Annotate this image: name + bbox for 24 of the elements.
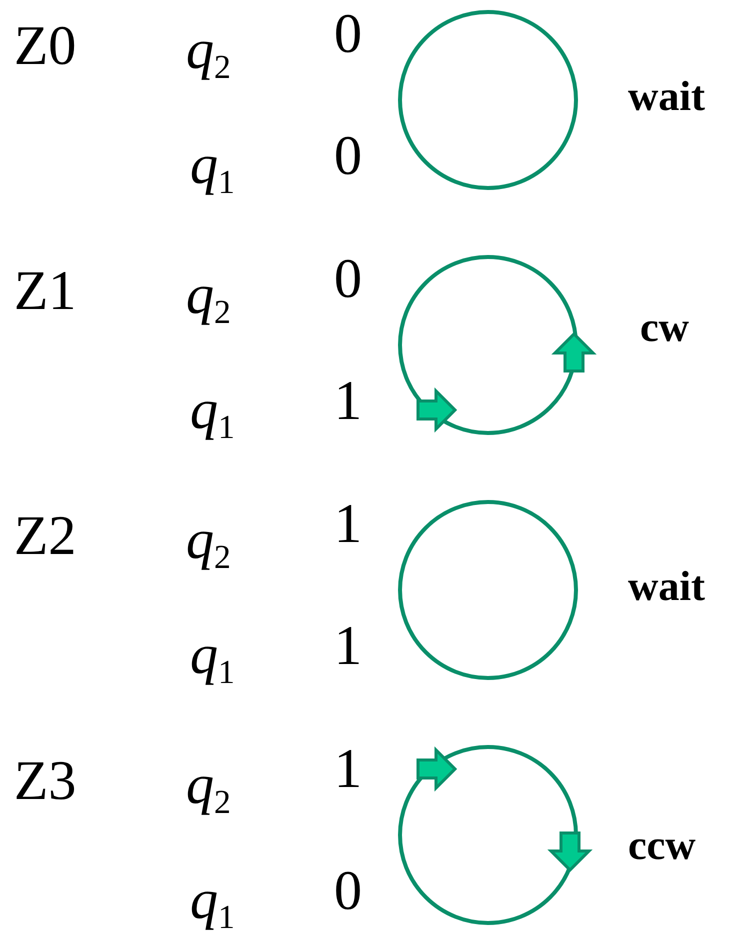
variable-label: q$_{2}$: [186, 267, 231, 330]
bit-value: 0: [334, 128, 362, 184]
bit-value: 0: [334, 863, 362, 919]
state-label: wait: [628, 566, 705, 608]
state-name: Z1: [14, 263, 76, 319]
bit-value: 0: [334, 251, 362, 307]
state-label: wait: [628, 76, 705, 118]
variable-label: q$_{1}$: [190, 872, 235, 935]
variable-label: q$_{1}$: [190, 627, 235, 690]
state-name: Z2: [14, 508, 76, 564]
state-label: ccw: [628, 825, 696, 867]
bit-value: 0: [334, 6, 362, 62]
bit-value: 1: [334, 618, 362, 674]
variable-label: q$_{2}$: [186, 512, 231, 575]
variable-label: q$_{1}$: [190, 137, 235, 200]
bit-value: 1: [334, 373, 362, 429]
variable-label: q$_{2}$: [186, 757, 231, 820]
bit-value: 1: [334, 496, 362, 552]
state-name: Z0: [14, 18, 76, 74]
bit-value: 1: [334, 741, 362, 797]
state-name: Z3: [14, 753, 76, 809]
variable-label: q$_{2}$: [186, 22, 231, 85]
state-label: cw: [640, 307, 689, 349]
variable-label: q$_{1}$: [190, 382, 235, 445]
